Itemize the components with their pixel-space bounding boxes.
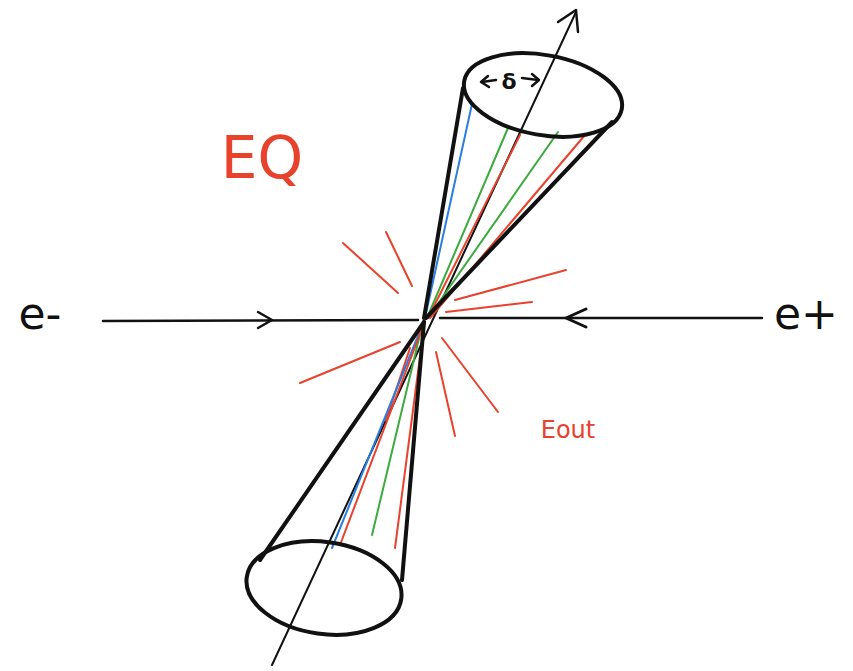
particle-label: e+ <box>774 292 838 336</box>
axis-arrowhead <box>558 10 578 32</box>
particle-track <box>428 132 558 318</box>
jet-axis <box>272 12 576 665</box>
beam-arrowhead <box>258 312 272 328</box>
energy-label: Eout <box>541 418 595 442</box>
jet-cone <box>240 322 424 644</box>
electron-beam <box>103 320 418 321</box>
jet-cone <box>424 42 629 318</box>
energy-label: EQ <box>221 129 303 187</box>
beam-arrowhead <box>566 309 586 327</box>
particle-label: e- <box>19 292 62 336</box>
particle-track <box>425 104 472 318</box>
cone-width-label: δ <box>501 71 516 93</box>
positron-beam <box>440 317 762 320</box>
